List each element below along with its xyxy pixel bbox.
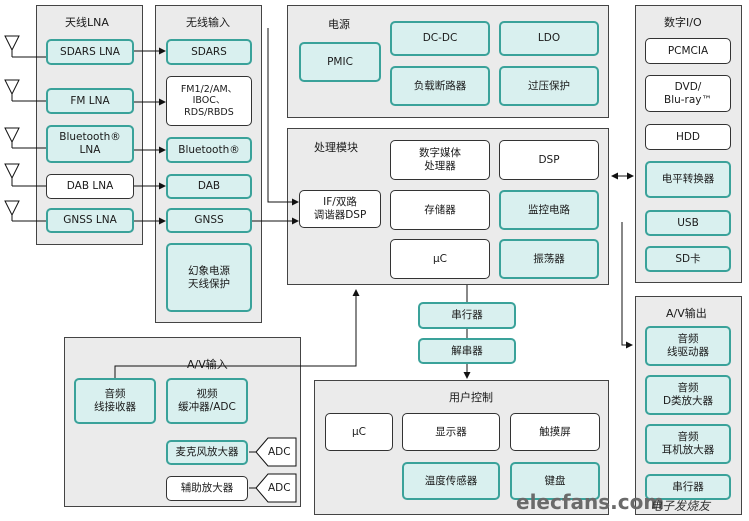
dvd-bluray-block: DVD/ Blu-ray™ xyxy=(645,75,731,112)
dab-lna: DAB LNA xyxy=(46,174,134,199)
usb-block: USB xyxy=(645,210,731,236)
pcmcia-block: PCMCIA xyxy=(645,38,731,64)
uc-block: μC xyxy=(390,239,490,279)
memory-block: 存储器 xyxy=(390,190,490,230)
antenna-icon xyxy=(4,79,46,102)
pmic-block: PMIC xyxy=(299,42,381,82)
dab-block: DAB xyxy=(166,174,252,199)
bluetooth-block: Bluetooth® xyxy=(166,137,252,163)
hdd-block: HDD xyxy=(645,124,731,150)
mic-amp-block: 麦克风放大器 xyxy=(166,440,248,465)
keypad-block: 键盘 xyxy=(510,462,600,500)
gnss-lna: GNSS LNA xyxy=(46,208,134,233)
phantom-power-block: 幻象电源 天线保护 xyxy=(166,243,252,312)
ldo-block: LDO xyxy=(499,21,599,56)
touchscreen-block: 触摸屏 xyxy=(510,413,600,451)
deserializer-block: 解串器 xyxy=(418,338,516,364)
display-block: 显示器 xyxy=(402,413,500,451)
adc-label: ADC xyxy=(268,446,291,458)
audio-line-receiver-block: 音频 线接收器 xyxy=(74,378,156,424)
aux-amp-block: 辅助放大器 xyxy=(166,476,248,501)
class-d-amp-block: 音频 D类放大器 xyxy=(645,375,731,415)
overvoltage-block: 过压保护 xyxy=(499,66,599,106)
user-control-title: 用户控制 xyxy=(449,391,493,404)
fm-am-block: FM1/2/AM、 IBOC、 RDS/RBDS xyxy=(166,76,252,126)
sd-card-block: SD卡 xyxy=(645,246,731,272)
digital-io-title: 数字I/O xyxy=(664,16,702,29)
gnss-block: GNSS xyxy=(166,208,252,233)
processing-title: 处理模块 xyxy=(314,141,358,154)
watermark-cn: 电子发烧友 xyxy=(650,499,711,513)
supervisor-block: 监控电路 xyxy=(499,190,599,230)
wireless-input-title: 无线输入 xyxy=(186,16,230,29)
power-title: 电源 xyxy=(328,18,350,31)
sdars-lna: SDARS LNA xyxy=(46,39,134,65)
av-input-title: A/V输入 xyxy=(187,358,228,371)
audio-line-driver-block: 音频 线驱动器 xyxy=(645,326,731,366)
antenna-icon xyxy=(4,35,46,58)
headphone-amp-block: 音频 耳机放大器 xyxy=(645,424,731,464)
av-serializer-block: 串行器 xyxy=(645,474,731,500)
serializer-block: 串行器 xyxy=(418,302,516,329)
sdars-block: SDARS xyxy=(166,39,252,65)
video-buffer-adc-block: 视频 缓冲器/ADC xyxy=(166,378,248,424)
adc-label: ADC xyxy=(268,482,291,494)
dsp-block: DSP xyxy=(499,140,599,180)
av-output-title: A/V输出 xyxy=(666,307,707,320)
antenna-icon xyxy=(4,163,46,187)
wireless-lna-title: 天线LNA xyxy=(65,16,109,29)
antenna-icon xyxy=(4,127,46,149)
user-uc-block: μC xyxy=(325,413,393,451)
if-tuner-dsp-block: IF/双路 调谐器DSP xyxy=(299,190,381,228)
dc-dc-block: DC-DC xyxy=(390,21,490,56)
digital-media-processor-block: 数字媒体 处理器 xyxy=(390,140,490,180)
level-shifter-block: 电平转换器 xyxy=(645,161,731,198)
temp-sensor-block: 温度传感器 xyxy=(402,462,500,500)
watermark-site: elecfans.com xyxy=(516,490,665,514)
bluetooth-lna: Bluetooth® LNA xyxy=(46,125,134,163)
antenna-icon xyxy=(4,200,46,222)
oscillator-block: 振荡器 xyxy=(499,239,599,279)
fm-lna: FM LNA xyxy=(46,88,134,114)
load-switch-block: 负载断路器 xyxy=(390,66,490,106)
